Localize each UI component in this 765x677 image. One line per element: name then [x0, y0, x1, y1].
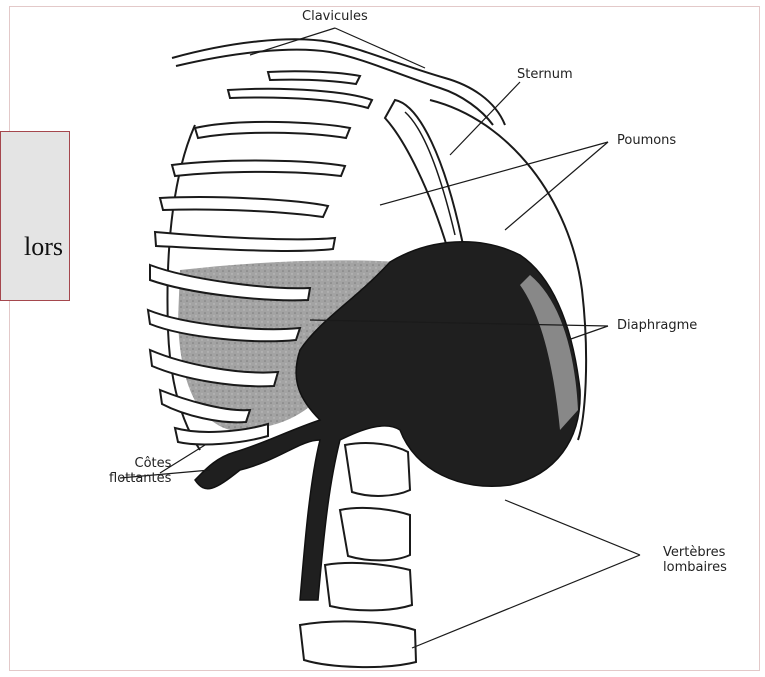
label-cotes-line1: Côtes — [119, 456, 171, 471]
overlay-text: lors — [24, 232, 63, 262]
label-clavicules: Clavicules — [302, 9, 368, 24]
label-sternum: Sternum — [517, 67, 573, 82]
label-vertebres-line1: Vertèbres — [663, 545, 727, 560]
sternum-drawing — [385, 100, 463, 256]
label-diaphragme: Diaphragme — [617, 318, 697, 333]
label-cotes-flottantes: Côtes flottantes — [119, 456, 171, 486]
label-vertebres-lombaires: Vertèbres lombaires — [663, 545, 727, 575]
label-cotes-line2: flottantes — [109, 471, 171, 486]
label-poumons: Poumons — [617, 133, 676, 148]
label-vertebres-line2: lombaires — [663, 560, 727, 575]
overlay-tooltip-box: lors — [0, 131, 70, 301]
